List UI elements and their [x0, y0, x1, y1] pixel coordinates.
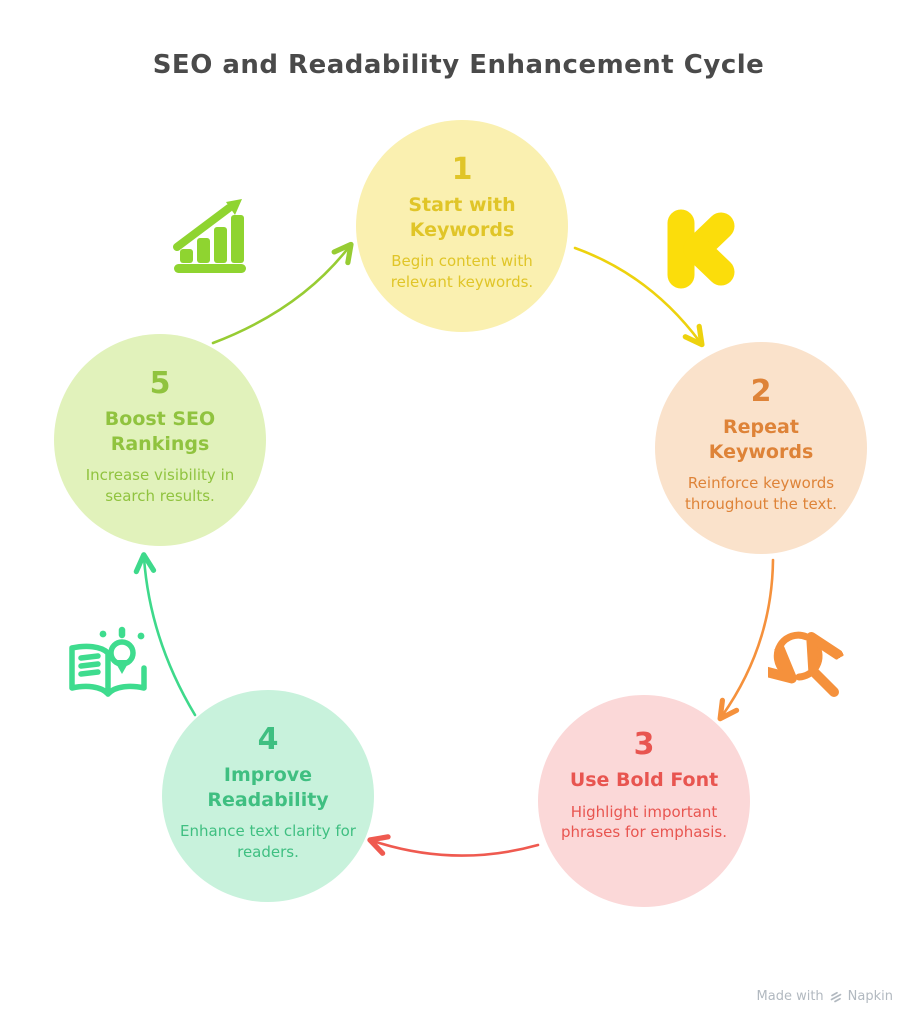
refresh-search-icon — [768, 631, 848, 697]
diagram-title: SEO and Readability Enhancement Cycle — [152, 50, 765, 80]
node-description: Begin content with relevant keywords. — [390, 252, 534, 291]
node-number: 3 — [633, 727, 655, 762]
node-description: Enhance text clarity for readers. — [180, 822, 356, 861]
cycle-node-2: 2 Repeat Keywords Reinforce keywords thr… — [655, 342, 867, 554]
node-description: Reinforce keywords throughout the text. — [684, 474, 838, 513]
brand-label: Napkin — [847, 989, 893, 1004]
cycle-node-5: 5 Boost SEO Rankings Increase visibility… — [54, 334, 266, 546]
book-idea-icon — [69, 626, 147, 697]
arrow-2-to-3 — [717, 558, 775, 722]
arrow-3-to-4 — [367, 834, 540, 857]
node-number: 5 — [149, 366, 171, 401]
node-title: Start with Keywords — [408, 194, 516, 241]
growth-chart-icon — [173, 199, 246, 273]
node-title: Boost SEO Rankings — [104, 408, 216, 455]
node-number: 2 — [750, 374, 772, 409]
node-number: 4 — [257, 722, 279, 757]
node-title: Use Bold Font — [569, 769, 719, 791]
made-with-label: Made with — [756, 989, 824, 1004]
napkin-credit[interactable]: Made with Napkin — [757, 989, 893, 1004]
letter-k-icon — [667, 209, 735, 289]
node-title: Improve Readability — [207, 764, 329, 811]
arrow-4-to-5 — [133, 552, 197, 717]
node-description: Highlight important phrases for emphasis… — [560, 802, 728, 841]
napkin-logo-icon — [830, 991, 842, 1002]
node-title: Repeat Keywords — [708, 416, 814, 463]
cycle-node-3: 3 Use Bold Font Highlight important phra… — [538, 695, 750, 907]
node-number: 1 — [451, 152, 473, 187]
cycle-node-4: 4 Improve Readability Enhance text clari… — [162, 690, 374, 902]
cycle-node-1: 1 Start with Keywords Begin content with… — [356, 120, 568, 332]
arrow-5-to-1 — [211, 241, 354, 345]
arrow-1-to-2 — [573, 246, 705, 348]
node-description: Increase visibility in search results. — [85, 466, 235, 505]
